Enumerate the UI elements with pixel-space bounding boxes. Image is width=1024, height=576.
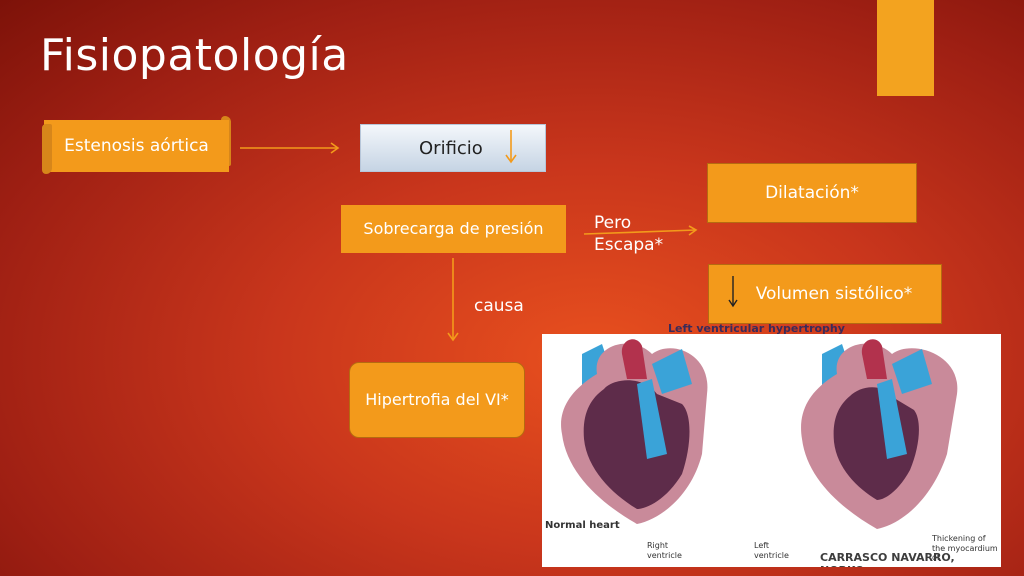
node-estenosis-label: Estenosis aórtica [64, 136, 209, 156]
edge-label-pero-escapa: Pero Escapa* [594, 213, 664, 256]
accent-bar [877, 0, 934, 96]
node-sobrecarga: Sobrecarga de presión [341, 205, 566, 253]
normal-heart [561, 339, 708, 524]
node-estenosis-aortica: Estenosis aórtica [44, 120, 229, 172]
scroll-curl-left [42, 124, 52, 174]
heart-figure: Normal heart Right ventricle Left ventri… [542, 334, 1001, 567]
node-sobrecarga-label: Sobrecarga de presión [363, 218, 544, 238]
hypertrophy-heart [801, 339, 958, 529]
caption-left-ventricle: Left ventricle [754, 541, 789, 560]
caption-thickening: Thickening of the myocardium of [932, 534, 998, 563]
node-orificio-label: Orificio [419, 137, 483, 159]
node-hipertrofia-label: Hipertrofia del VI* [365, 389, 509, 409]
node-hipertrofia: Hipertrofia del VI* [349, 362, 525, 438]
credit-text: CARRASCO NAVARRO, NORKO [820, 551, 955, 567]
node-dilatacion: Dilatación* [707, 163, 917, 223]
arrow-to-dilatacion [583, 229, 697, 235]
node-volumen-sistolico: Volumen sistólico* [708, 264, 942, 324]
heart-illustration [561, 339, 958, 529]
caption-normal-heart: Normal heart [545, 520, 620, 531]
slide-title: Fisiopatología [40, 30, 349, 81]
node-orificio: Orificio [360, 124, 546, 172]
edge-label-causa: causa [474, 296, 524, 316]
caption-right-ventricle: Right ventricle [647, 541, 682, 560]
node-dilatacion-label: Dilatación* [765, 183, 859, 203]
figure-heading: Left ventricular hypertrophy [668, 322, 845, 335]
node-volumen-label: Volumen sistólico* [755, 284, 913, 304]
